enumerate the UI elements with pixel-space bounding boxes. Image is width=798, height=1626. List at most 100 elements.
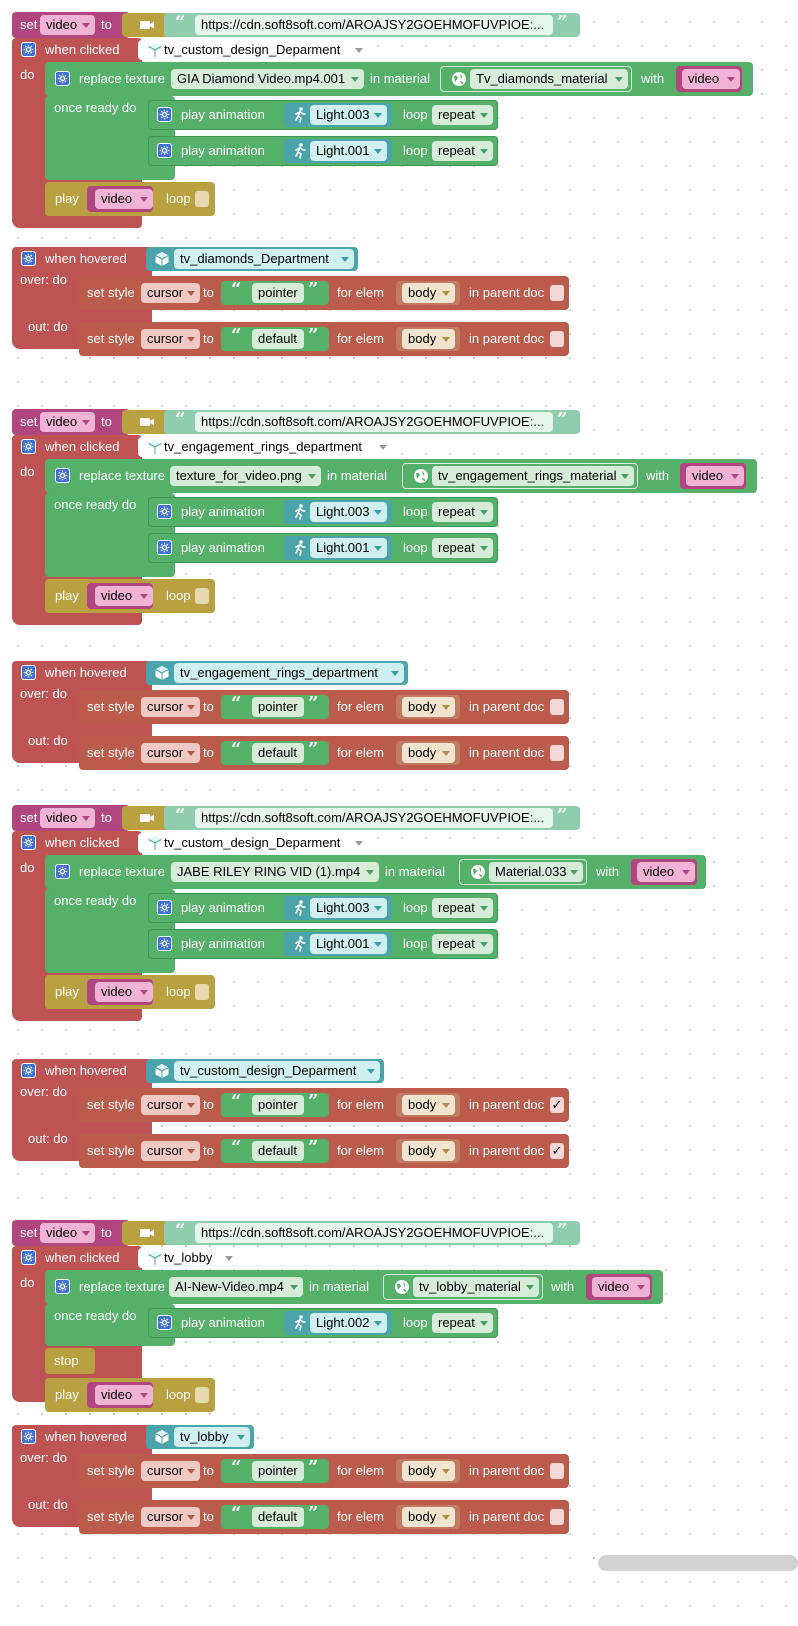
material-dropdown[interactable]: Material.033 [489, 862, 583, 882]
style-property-dropdown[interactable]: cursor [141, 743, 200, 763]
texture-dropdown[interactable]: GIA Diamond Video.mp4.001 [171, 69, 364, 89]
clicked-object-dropdown[interactable]: tv_custom_design_Deparment [138, 833, 368, 853]
clicked-object-dropdown[interactable]: tv_engagement_rings_department [138, 437, 392, 457]
hovered-object-dropdown[interactable]: tv_diamonds_Department [174, 249, 354, 269]
style-value-field[interactable]: default [252, 1141, 304, 1161]
variable-dropdown[interactable]: video [40, 1223, 95, 1243]
play-video-dropdown[interactable]: video [95, 586, 153, 606]
play-video-dropdown[interactable]: video [95, 982, 153, 1002]
style-property-dropdown[interactable]: cursor [141, 1141, 200, 1161]
style-property-dropdown[interactable]: cursor [141, 1461, 200, 1481]
elem-dropdown[interactable]: body [402, 1507, 455, 1527]
variable-dropdown[interactable]: video [40, 412, 95, 432]
video-var-dropdown[interactable]: video [682, 69, 740, 89]
checkbox[interactable]: ✓ [550, 1097, 564, 1113]
loop-mode-dropdown[interactable]: repeat [432, 538, 493, 558]
style-value-field[interactable]: pointer [252, 697, 304, 717]
gear-icon[interactable] [157, 143, 172, 158]
elem-dropdown[interactable]: body [402, 1461, 455, 1481]
gear-icon[interactable] [21, 439, 36, 454]
texture-dropdown[interactable]: JABE RILEY RING VID (1).mp4 [171, 862, 379, 882]
url-text-field[interactable]: https://cdn.soft8soft.com/AROAJSY2GOEHMO… [195, 412, 553, 432]
animation-dropdown[interactable]: Light.001 [310, 538, 387, 558]
animation-dropdown[interactable]: Light.002 [310, 1313, 387, 1333]
gear-icon[interactable] [157, 107, 172, 122]
style-property-dropdown[interactable]: cursor [141, 329, 200, 349]
horizontal-scrollbar[interactable] [598, 1555, 798, 1571]
gear-icon[interactable] [21, 42, 36, 57]
elem-dropdown[interactable]: body [402, 697, 455, 717]
texture-dropdown[interactable]: AI-New-Video.mp4 [169, 1277, 303, 1297]
gear-icon[interactable] [55, 864, 70, 879]
hovered-object-dropdown[interactable]: tv_engagement_rings_department [174, 663, 404, 683]
animation-dropdown[interactable]: Light.003 [310, 898, 387, 918]
gear-icon[interactable] [21, 1250, 36, 1265]
checkbox[interactable] [195, 984, 209, 1000]
animation-dropdown[interactable]: Light.001 [310, 141, 387, 161]
gear-icon[interactable] [55, 71, 70, 86]
style-property-dropdown[interactable]: cursor [141, 283, 200, 303]
clicked-object-dropdown[interactable]: tv_lobby [138, 1248, 238, 1268]
gear-icon[interactable] [21, 665, 36, 680]
video-var-dropdown[interactable]: video [592, 1277, 650, 1297]
variable-dropdown[interactable]: video [40, 15, 95, 35]
replace-texture-block[interactable] [45, 1270, 663, 1304]
elem-dropdown[interactable]: body [402, 743, 455, 763]
style-property-dropdown[interactable]: cursor [141, 697, 200, 717]
style-property-dropdown[interactable]: cursor [141, 1095, 200, 1115]
play-video-dropdown[interactable]: video [95, 189, 153, 209]
style-value-field[interactable]: default [252, 329, 304, 349]
gear-icon[interactable] [21, 1063, 36, 1078]
material-dropdown[interactable]: tv_lobby_material [413, 1277, 539, 1297]
animation-dropdown[interactable]: Light.003 [310, 105, 387, 125]
replace-texture-block[interactable] [45, 62, 753, 96]
loop-mode-dropdown[interactable]: repeat [432, 1313, 493, 1333]
replace-texture-block[interactable] [45, 459, 757, 493]
gear-icon[interactable] [157, 900, 172, 915]
loop-mode-dropdown[interactable]: repeat [432, 898, 493, 918]
checkbox[interactable] [550, 699, 564, 715]
style-value-field[interactable]: default [252, 1507, 304, 1527]
style-value-field[interactable]: pointer [252, 1461, 304, 1481]
style-property-dropdown[interactable]: cursor [141, 1507, 200, 1527]
video-var-dropdown[interactable]: video [686, 466, 744, 486]
gear-icon[interactable] [157, 1315, 172, 1330]
style-value-field[interactable]: pointer [252, 1095, 304, 1115]
gear-icon[interactable] [21, 251, 36, 266]
gear-icon[interactable] [55, 468, 70, 483]
animation-dropdown[interactable]: Light.003 [310, 502, 387, 522]
stop-block[interactable] [45, 1348, 95, 1374]
url-text-field[interactable]: https://cdn.soft8soft.com/AROAJSY2GOEHMO… [195, 15, 553, 35]
loop-mode-dropdown[interactable]: repeat [432, 934, 493, 954]
elem-dropdown[interactable]: body [402, 1141, 455, 1161]
url-text-field[interactable]: https://cdn.soft8soft.com/AROAJSY2GOEHMO… [195, 1223, 553, 1243]
checkbox[interactable] [550, 745, 564, 761]
hovered-object-dropdown[interactable]: tv_custom_design_Deparment [174, 1061, 380, 1081]
checkbox[interactable] [195, 191, 209, 207]
gear-icon[interactable] [21, 1429, 36, 1444]
gear-icon[interactable] [157, 504, 172, 519]
checkbox[interactable] [550, 285, 564, 301]
texture-dropdown[interactable]: texture_for_video.png [170, 466, 321, 486]
clicked-object-dropdown[interactable]: tv_custom_design_Deparment [138, 40, 368, 60]
elem-dropdown[interactable]: body [402, 283, 455, 303]
hovered-object-dropdown[interactable]: tv_lobby [174, 1427, 250, 1447]
animation-dropdown[interactable]: Light.001 [310, 934, 387, 954]
loop-mode-dropdown[interactable]: repeat [432, 105, 493, 125]
material-dropdown[interactable]: tv_engagement_rings_material [432, 466, 634, 486]
material-dropdown[interactable]: Tv_diamonds_material [470, 69, 628, 89]
variable-dropdown[interactable]: video [40, 808, 95, 828]
checkbox[interactable] [195, 588, 209, 604]
checkbox[interactable] [195, 1387, 209, 1403]
elem-dropdown[interactable]: body [402, 329, 455, 349]
play-video-dropdown[interactable]: video [95, 1385, 153, 1405]
loop-mode-dropdown[interactable]: repeat [432, 141, 493, 161]
style-value-field[interactable]: default [252, 743, 304, 763]
checkbox[interactable] [550, 331, 564, 347]
gear-icon[interactable] [157, 540, 172, 555]
checkbox[interactable]: ✓ [550, 1143, 564, 1159]
elem-dropdown[interactable]: body [402, 1095, 455, 1115]
style-value-field[interactable]: pointer [252, 283, 304, 303]
checkbox[interactable] [550, 1463, 564, 1479]
gear-icon[interactable] [21, 835, 36, 850]
